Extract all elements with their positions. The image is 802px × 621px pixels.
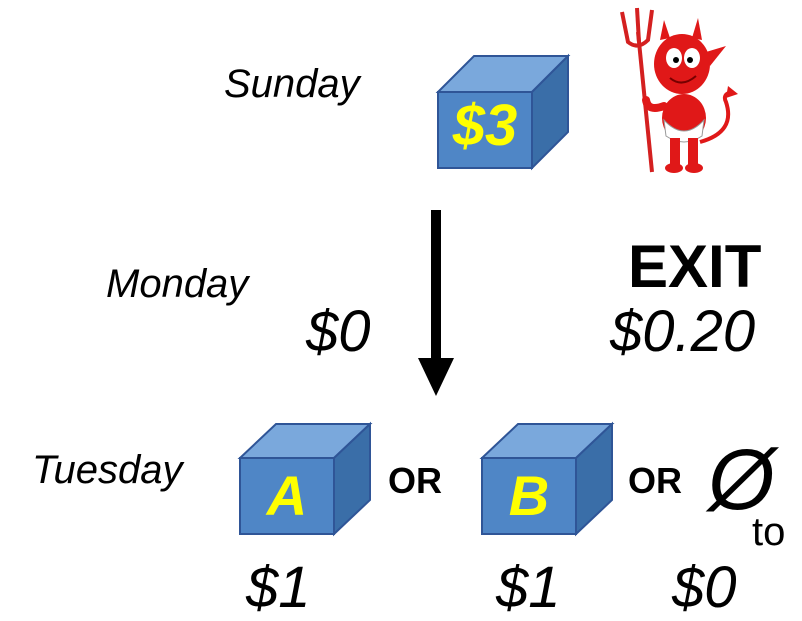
empty-value: $0 — [672, 555, 737, 620]
box-a — [237, 421, 373, 537]
box-a-label: A — [266, 464, 308, 527]
sunday-label: Sunday — [224, 62, 360, 106]
monday-label: Monday — [106, 262, 249, 306]
exit-value: $0.20 — [610, 299, 756, 364]
down-arrow-icon — [418, 210, 454, 396]
box-b — [479, 421, 615, 537]
or-label-2: OR — [628, 460, 682, 501]
devil-mascot-icon — [620, 7, 738, 173]
box-a-value: $1 — [246, 555, 311, 620]
monday-value: $0 — [306, 299, 371, 364]
empty-set-symbol: Ø — [708, 432, 775, 528]
box-b-value: $1 — [496, 555, 561, 620]
cut-off-text: to — [752, 510, 786, 554]
tuesday-label: Tuesday — [32, 448, 183, 492]
sunday-box-label: $3 — [452, 93, 518, 158]
box-b-label: B — [508, 464, 550, 527]
sunday-box — [435, 53, 571, 171]
or-label-1: OR — [388, 460, 442, 501]
exit-label: EXIT — [628, 233, 762, 300]
